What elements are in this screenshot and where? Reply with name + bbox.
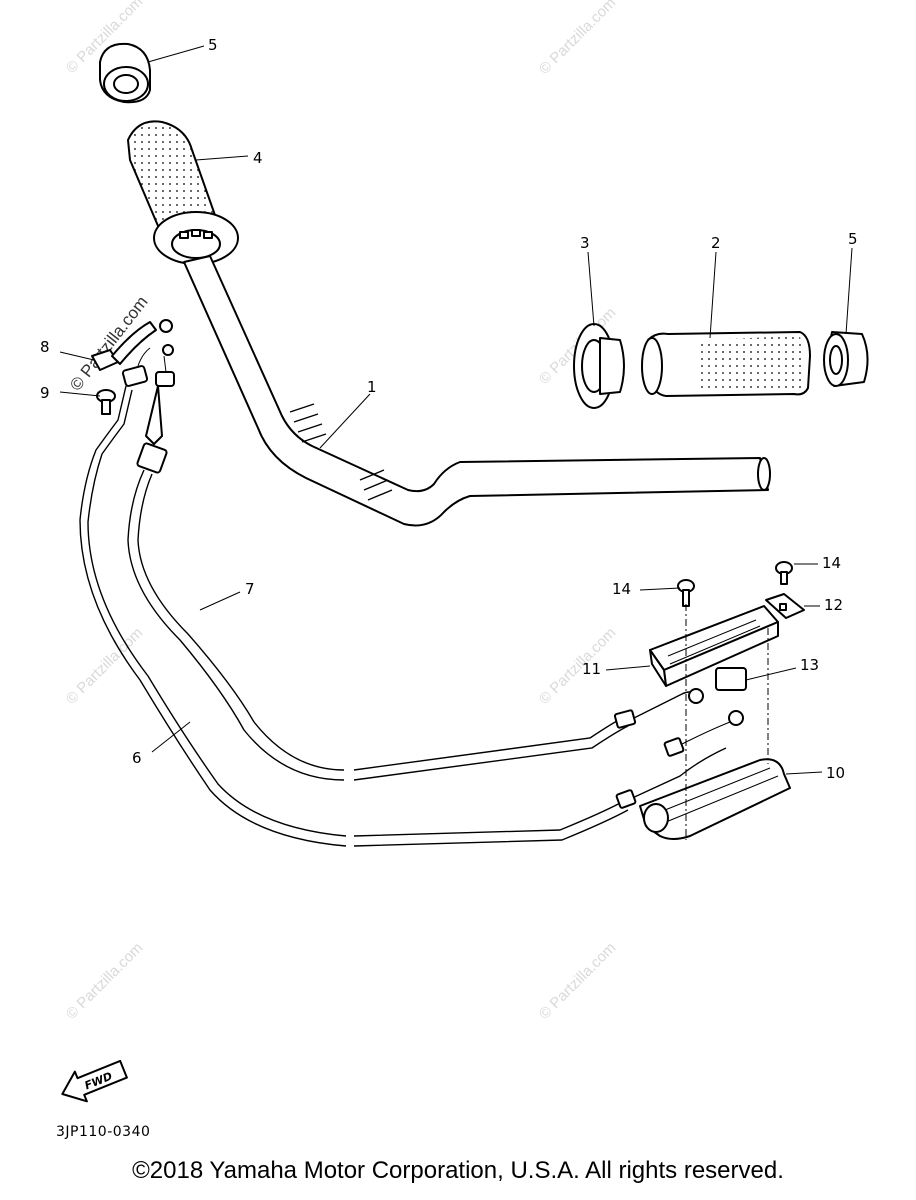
callout-5: 5 (208, 36, 218, 54)
diagram-code: 3JP110-0340 (56, 1124, 151, 1140)
watermark: © Partzilla.com (536, 624, 619, 707)
throttle-cable-6 (79, 385, 727, 847)
left-grip (127, 120, 239, 265)
watermark: © Partzilla.com (536, 939, 619, 1022)
callout-2: 2 (711, 234, 721, 252)
cable-junction-upper (649, 605, 779, 687)
callout-3: 3 (580, 234, 590, 252)
cable-adjusters (613, 688, 744, 809)
bracket-screw (96, 389, 116, 415)
cable-junction-lower (639, 758, 791, 840)
callout-7: 7 (245, 580, 255, 598)
callout-14: 14 (822, 554, 841, 572)
right-grip (641, 331, 811, 397)
callout-6: 6 (132, 749, 142, 767)
junction-insert (715, 667, 747, 691)
callout-12: 12 (824, 596, 843, 614)
callout-labels: 5 4 3 2 5 8 9 1 7 6 14 14 12 11 13 10 (40, 36, 858, 782)
callout-11: 11 (582, 660, 601, 678)
watermark: © Partzilla.com (63, 624, 146, 707)
forward-arrow-icon: FWD (61, 1059, 128, 1103)
callout-10: 10 (826, 764, 845, 782)
handlebar (183, 255, 771, 527)
grip-end-cap-right (823, 331, 869, 387)
callout-9: 9 (40, 384, 50, 402)
leader-lines (59, 45, 853, 775)
assembly-center-lines (685, 604, 769, 840)
callout-13: 13 (800, 656, 819, 674)
callout-14: 14 (612, 580, 631, 598)
callout-1: 1 (367, 378, 377, 396)
grip-end-cap-top (99, 42, 151, 104)
throttle-grip-collar (573, 323, 625, 409)
callout-5: 5 (848, 230, 858, 248)
cable-upper-ends (121, 344, 175, 474)
copyright-notice: ©2018 Yamaha Motor Corporation, U.S.A. A… (132, 1157, 784, 1184)
junction-gasket (765, 593, 805, 619)
cable-guide-bracket (91, 319, 173, 371)
watermark: © Partzilla.com (536, 0, 619, 78)
watermark: © Partzilla.com (63, 939, 146, 1022)
callout-4: 4 (253, 149, 263, 167)
callout-8: 8 (40, 338, 50, 356)
junction-screws (677, 561, 793, 607)
